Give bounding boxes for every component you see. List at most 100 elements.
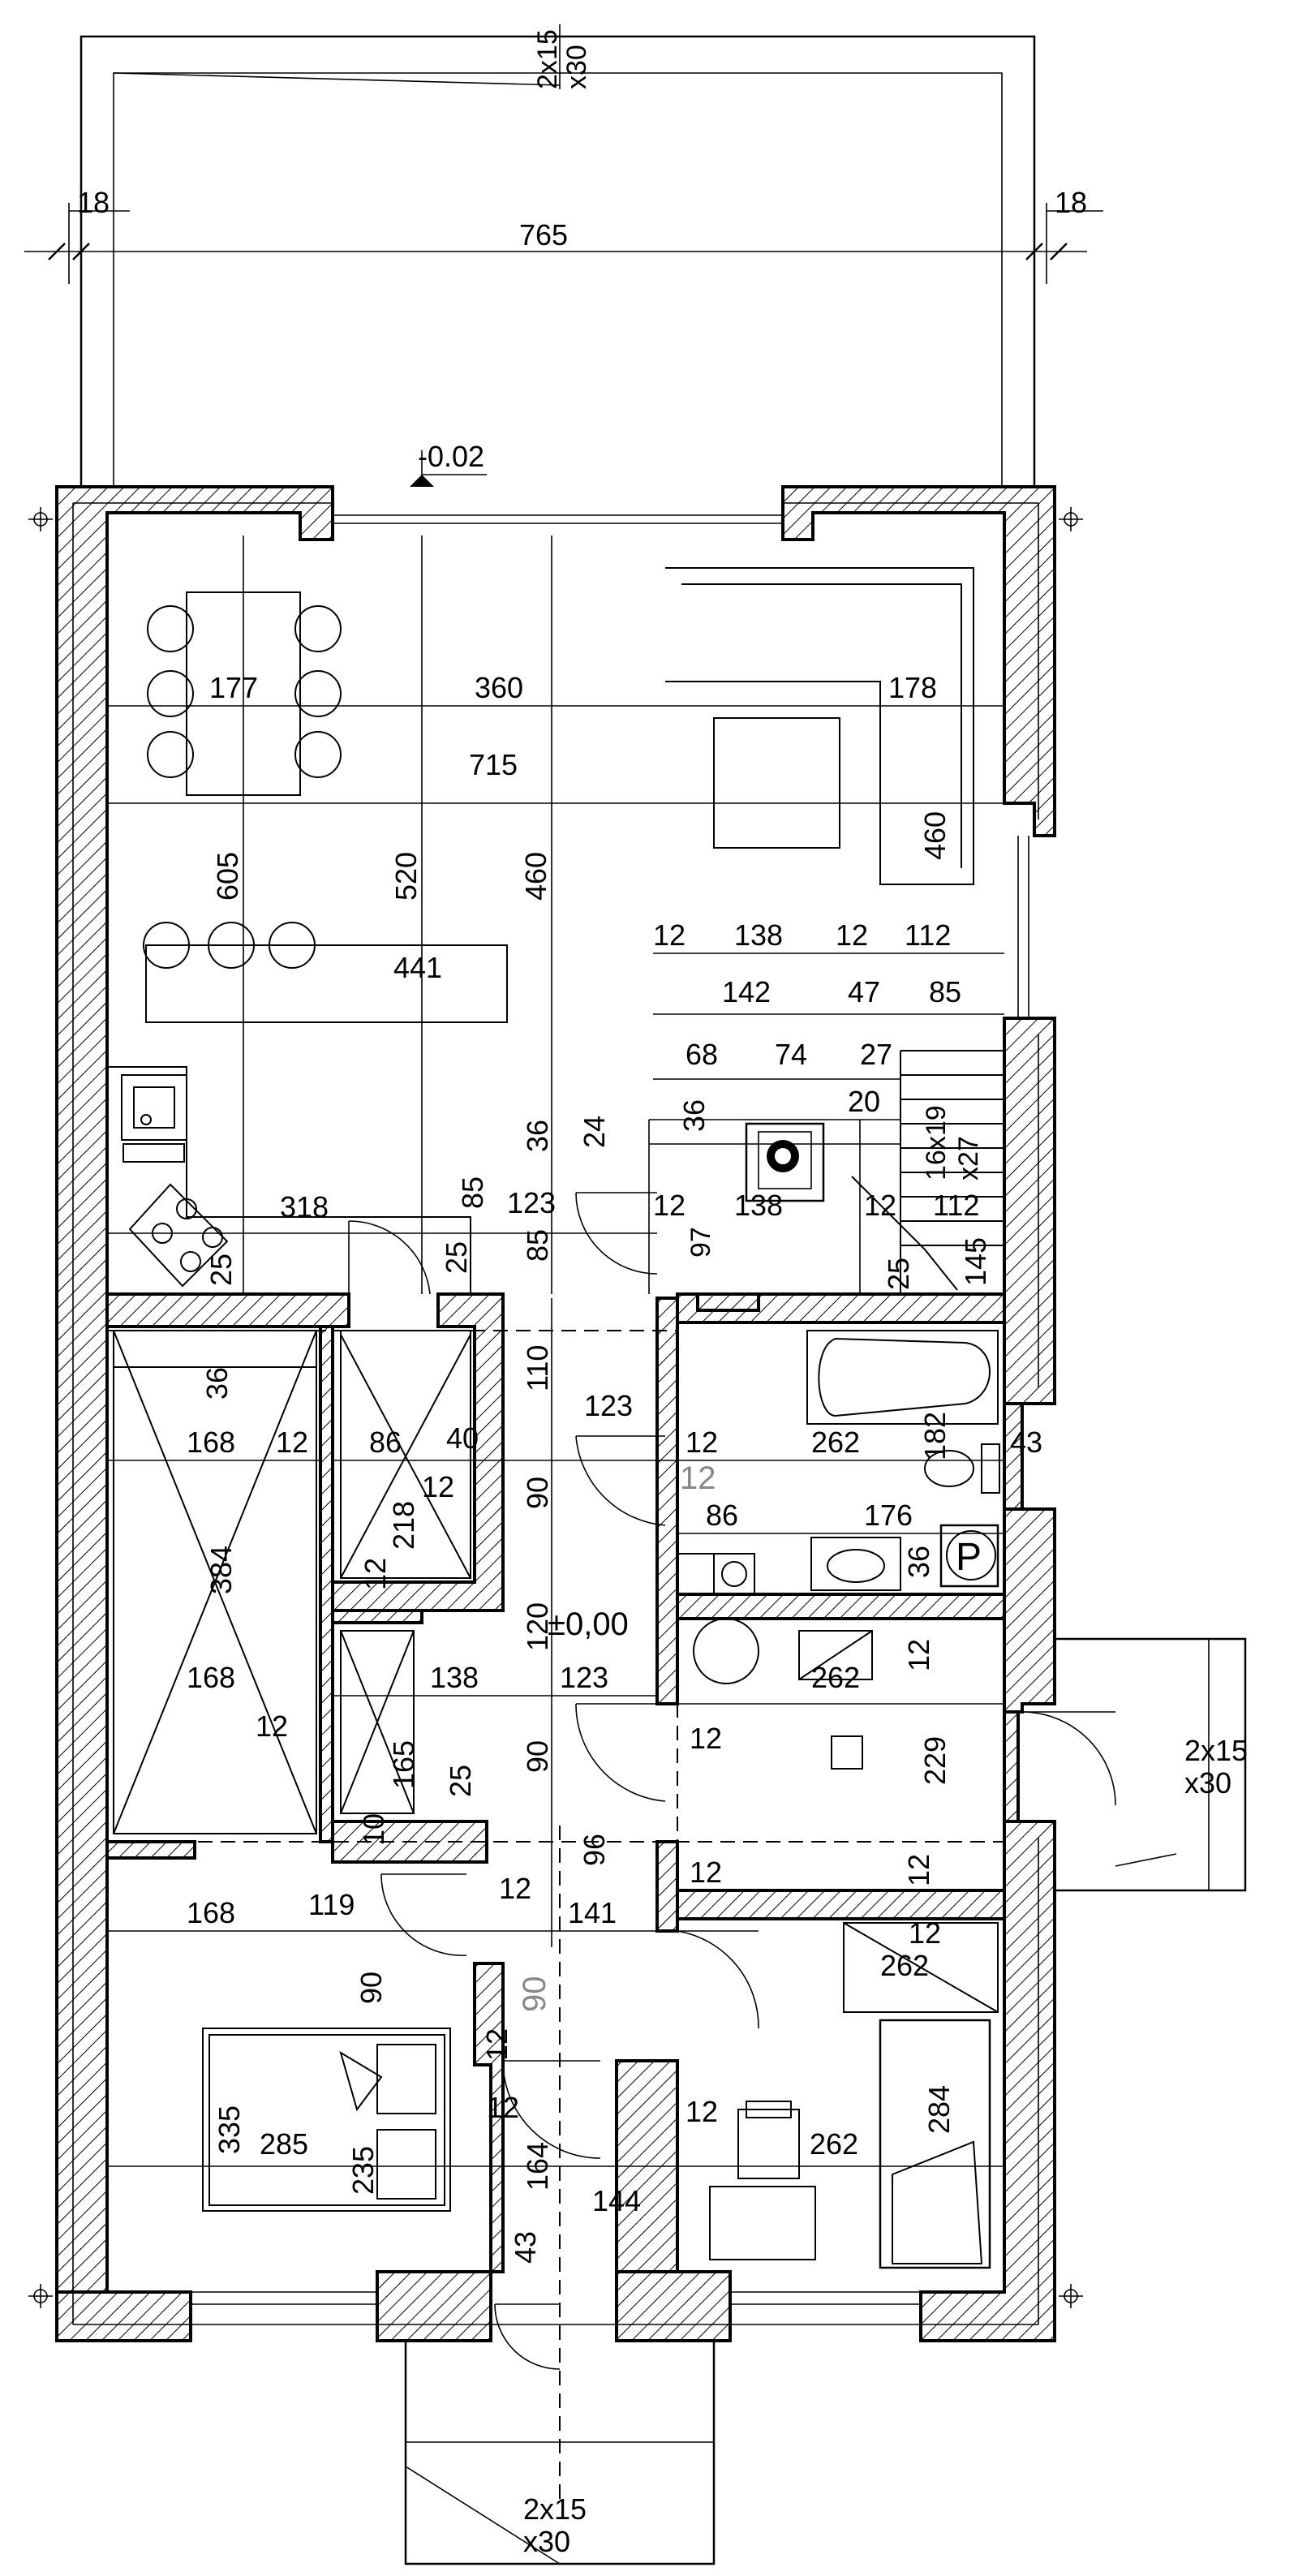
dim-living-715: 715 bbox=[469, 748, 518, 781]
dim-st-112b: 112 bbox=[933, 1189, 979, 1222]
dim-h-144: 144 bbox=[592, 2184, 641, 2217]
dim-bd-284: 284 bbox=[922, 2085, 956, 2134]
windows bbox=[191, 514, 1029, 2305]
dim-b-123: 123 bbox=[584, 1389, 633, 1422]
toilet bbox=[924, 1443, 1000, 1494]
terrace-steps-label: 2x15 bbox=[532, 29, 563, 89]
exterior-walls bbox=[55, 485, 1056, 2342]
dim-h-96: 96 bbox=[578, 1834, 611, 1866]
dim-living-520: 520 bbox=[389, 852, 423, 901]
dim-lr-40: 40 bbox=[446, 1421, 479, 1455]
doors bbox=[348, 1192, 1116, 2370]
dim-st-145: 145 bbox=[959, 1237, 992, 1286]
dim-kitchen-318: 318 bbox=[280, 1190, 329, 1223]
dim-b-12e: 12 bbox=[690, 1856, 722, 1889]
dim-living-460b: 460 bbox=[918, 811, 952, 860]
dim-b-12a: 12 bbox=[686, 1426, 718, 1459]
dim-h-12c: 12 bbox=[480, 2028, 514, 2061]
dim-lr-168b: 168 bbox=[187, 1661, 235, 1694]
side-steps-depth: x30 bbox=[1184, 1766, 1231, 1800]
level-top-label: -0.02 bbox=[418, 440, 484, 473]
washer-units bbox=[677, 1553, 755, 1595]
dim-st-74: 74 bbox=[775, 1038, 807, 1071]
wardrobe-bedroom bbox=[843, 1922, 999, 2013]
level-marker-top bbox=[410, 450, 487, 487]
fireplace-icon bbox=[745, 1122, 825, 1202]
dim-counter-441: 441 bbox=[393, 951, 442, 984]
double-bed bbox=[202, 2028, 451, 2212]
dim-b-182: 182 bbox=[918, 1412, 952, 1460]
dim-h-90a: 90 bbox=[355, 1972, 388, 2004]
dim-lr-120: 120 bbox=[521, 1602, 554, 1651]
dim-st-85b: 85 bbox=[521, 1229, 554, 1262]
dim-lr-12d: 12 bbox=[256, 1709, 288, 1743]
single-bed bbox=[879, 2019, 991, 2269]
level-zero-label: ±0,00 bbox=[548, 1606, 629, 1642]
dim-st-12a: 12 bbox=[653, 918, 686, 952]
dim-st-12c: 12 bbox=[653, 1189, 686, 1222]
washbasin bbox=[810, 1537, 901, 1591]
dim-b-86: 86 bbox=[706, 1499, 738, 1532]
dim-b-229: 229 bbox=[918, 1736, 952, 1785]
dim-bd-335: 335 bbox=[213, 2105, 246, 2154]
dim-st-20: 20 bbox=[848, 1085, 880, 1118]
dim-lr-218: 218 bbox=[387, 1501, 420, 1550]
dim-h-141: 141 bbox=[568, 1896, 617, 1929]
dim-b-12gray: 12 bbox=[680, 1460, 716, 1496]
axis-markers bbox=[28, 507, 1083, 2308]
dim-lr-12c: 12 bbox=[359, 1558, 392, 1590]
dim-st-25a: 25 bbox=[204, 1254, 238, 1286]
dim-h-164: 164 bbox=[521, 2142, 554, 2191]
dim-st-47: 47 bbox=[848, 975, 880, 1008]
sofa bbox=[665, 567, 974, 885]
dim-b-176: 176 bbox=[864, 1499, 913, 1532]
dim-bd-262a: 262 bbox=[880, 1949, 929, 1982]
dim-st-36b: 36 bbox=[677, 1099, 711, 1132]
dim-bd-285: 285 bbox=[260, 2127, 308, 2161]
dim-living-460a: 460 bbox=[519, 852, 552, 901]
dim-lr-12a: 12 bbox=[276, 1426, 308, 1459]
dim-st-138a: 138 bbox=[734, 918, 783, 952]
dim-h-12d: 12 bbox=[487, 2091, 519, 2124]
dim-lr-138: 138 bbox=[430, 1661, 479, 1694]
dim-st-27: 27 bbox=[860, 1038, 892, 1071]
dim-st-85a: 85 bbox=[456, 1176, 489, 1209]
dim-st-12d: 12 bbox=[864, 1189, 896, 1222]
dim-bd-168: 168 bbox=[187, 1896, 235, 1929]
dim-lr-384: 384 bbox=[204, 1546, 238, 1594]
dim-st-25b: 25 bbox=[440, 1241, 473, 1274]
dim-st-85: 85 bbox=[929, 975, 961, 1008]
terrace-steps-depth: x30 bbox=[561, 45, 592, 89]
dim-lr-12b: 12 bbox=[422, 1470, 454, 1503]
side-terrace bbox=[1055, 1637, 1247, 1892]
dim-st-treads: x27 bbox=[953, 1136, 984, 1180]
dim-bd-119: 119 bbox=[308, 1888, 355, 1921]
dim-b-12b: 12 bbox=[902, 1639, 935, 1671]
dim-st-12b: 12 bbox=[836, 918, 868, 952]
dim-living-605: 605 bbox=[211, 852, 244, 901]
terrace-left-offset: 18 bbox=[77, 186, 110, 219]
entrance-steps-label: 2x15 bbox=[523, 2492, 587, 2526]
dim-h-43: 43 bbox=[509, 2231, 542, 2264]
dim-lr-25: 25 bbox=[444, 1765, 477, 1797]
dim-st-36a: 36 bbox=[521, 1120, 554, 1152]
dim-lr-110: 110 bbox=[521, 1345, 554, 1391]
dim-h-123: 123 bbox=[560, 1661, 608, 1694]
top-terrace bbox=[24, 24, 1103, 487]
dim-b-12c: 12 bbox=[690, 1722, 722, 1755]
dim-st-142: 142 bbox=[722, 975, 771, 1008]
staircase bbox=[648, 1050, 1004, 1294]
dim-h-12b: 12 bbox=[909, 1916, 941, 1950]
dim-b-43: 43 bbox=[1010, 1426, 1042, 1459]
dim-b-12d: 12 bbox=[902, 1854, 935, 1886]
dim-bd-12: 12 bbox=[686, 2095, 718, 2128]
dim-st-risers: 16x19 bbox=[921, 1105, 952, 1180]
side-steps-label: 2x15 bbox=[1184, 1734, 1248, 1767]
dim-lr-90a: 90 bbox=[521, 1477, 554, 1509]
desk-chair bbox=[709, 2101, 816, 2260]
dim-h-12a: 12 bbox=[499, 1872, 531, 1905]
dim-b-262a: 262 bbox=[811, 1426, 860, 1459]
dim-bd-235: 235 bbox=[346, 2146, 380, 2195]
dim-lr-168a: 168 bbox=[187, 1426, 235, 1459]
dim-st-24: 24 bbox=[578, 1116, 611, 1148]
